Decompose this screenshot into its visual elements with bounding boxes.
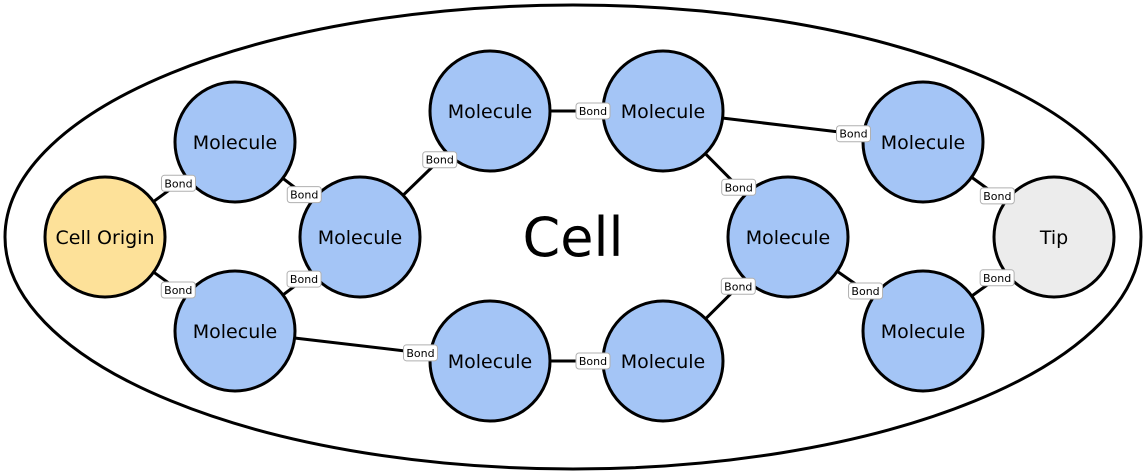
bond-label-text: Bond [851, 285, 879, 298]
bond-label-box [979, 269, 1015, 287]
node-m-left-mid: Molecule [298, 175, 422, 299]
tip-circle [992, 175, 1116, 299]
bond-label: Bond [575, 352, 611, 370]
bond-label-box [848, 282, 884, 300]
bond-label-text: Bond [839, 128, 867, 141]
bond-label-text: Bond [164, 177, 192, 190]
molecule-label: Molecule [448, 351, 532, 373]
bond-label: Bond [422, 151, 458, 169]
molecule-circle [173, 269, 297, 393]
bond-label: Bond [402, 344, 438, 362]
bond-label: Bond [848, 282, 884, 300]
molecule-circle [428, 49, 552, 173]
node-origin: Cell Origin [43, 175, 167, 299]
molecule-label: Molecule [193, 321, 277, 343]
bond-labels-layer: BondBondBondBondBondBondBondBondBondBond… [160, 102, 1015, 370]
node-m-right-mid: Molecule [726, 175, 850, 299]
bond-label-text: Bond [164, 284, 192, 297]
bond-label: Bond [575, 102, 611, 120]
bond-label-text: Bond [983, 190, 1011, 203]
node-m-top-1: Molecule [428, 49, 552, 173]
molecule-label: Molecule [881, 321, 965, 343]
node-m-bottom-2: Molecule [601, 299, 725, 423]
molecule-circle [298, 175, 422, 299]
molecules-layer: Cell OriginMoleculeMoleculeMoleculeMolec… [43, 49, 1116, 423]
node-m-bottom-1: Molecule [428, 299, 552, 423]
bond-label-text: Bond [579, 105, 607, 118]
node-m-left-top: Molecule [173, 80, 297, 204]
bond-label-text: Bond [725, 181, 753, 194]
bond-label-text: Bond [579, 355, 607, 368]
node-m-right-top: Molecule [861, 80, 985, 204]
node-m-left-bottom: Molecule [173, 269, 297, 393]
bond-label-text: Bond [406, 347, 434, 360]
bond-label-box [160, 281, 196, 299]
bond-label-box [575, 352, 611, 370]
origin-label: Cell Origin [56, 227, 155, 249]
bond-label-text: Bond [426, 154, 454, 167]
bond-label-box [835, 125, 871, 143]
bond-label-box [402, 344, 438, 362]
node-tip: Tip [992, 175, 1116, 299]
bond-label: Bond [286, 186, 322, 204]
bond-label-box [720, 277, 756, 295]
molecule-label: Molecule [881, 132, 965, 154]
node-m-right-bottom: Molecule [861, 269, 985, 393]
tip-label: Tip [1039, 227, 1068, 249]
bond-label: Bond [720, 277, 756, 295]
bond-label-text: Bond [290, 189, 318, 202]
bond-label-text: Bond [724, 280, 752, 293]
molecule-circle [726, 175, 850, 299]
bond-label-box [721, 178, 757, 196]
bond-label: Bond [286, 270, 322, 288]
bond-label-box [160, 174, 196, 192]
molecule-label: Molecule [621, 101, 705, 123]
molecule-label: Molecule [448, 101, 532, 123]
cell-title: Cell [523, 206, 624, 269]
bond-label: Bond [835, 125, 871, 143]
molecule-label: Molecule [193, 132, 277, 154]
bond-label-box [422, 151, 458, 169]
molecule-circle [861, 269, 985, 393]
bond-label-box [979, 187, 1015, 205]
bond-label-box [286, 186, 322, 204]
bond-label-box [286, 270, 322, 288]
bond-label: Bond [160, 281, 196, 299]
bond-label: Bond [979, 187, 1015, 205]
bond-label-text: Bond [983, 272, 1011, 285]
node-m-top-2: Molecule [601, 49, 725, 173]
bond-label-box [575, 102, 611, 120]
molecule-label: Molecule [318, 227, 402, 249]
molecule-label: Molecule [746, 227, 830, 249]
bond-label: Bond [979, 269, 1015, 287]
molecule-circle [173, 80, 297, 204]
origin-circle [43, 175, 167, 299]
molecule-label: Molecule [621, 351, 705, 373]
bond-label: Bond [721, 178, 757, 196]
bond-label: Bond [160, 174, 196, 192]
bond-label-text: Bond [290, 273, 318, 286]
